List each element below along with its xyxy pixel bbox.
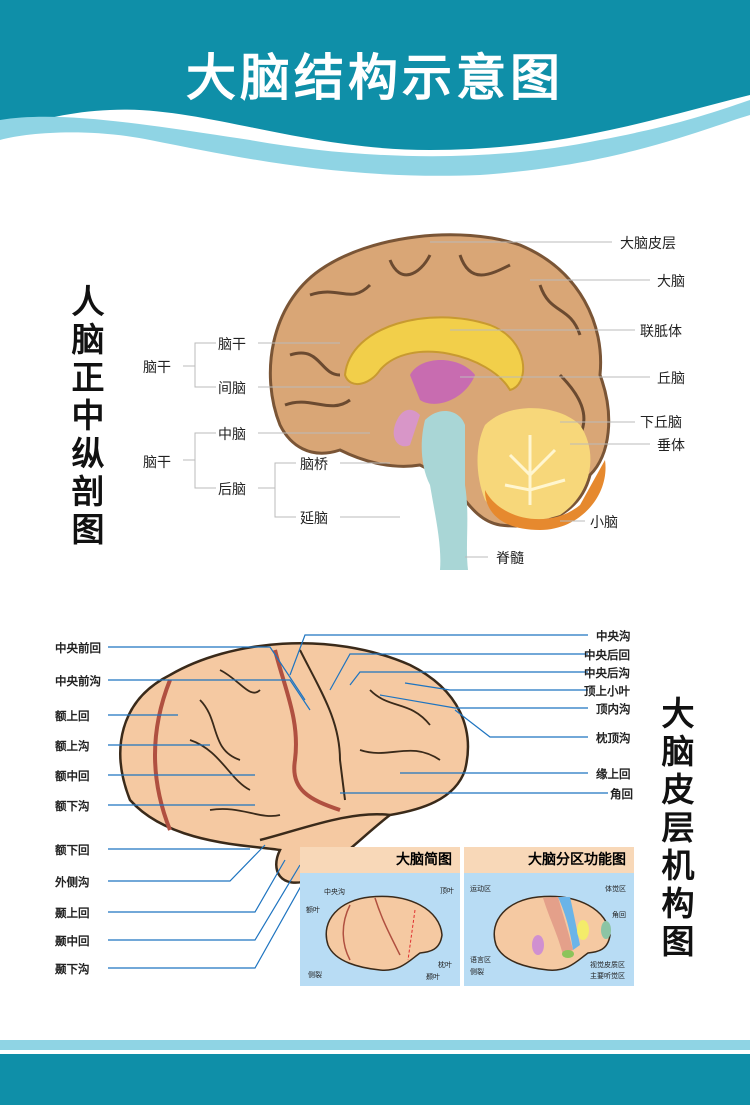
label-superior-frontal-sulcus: 额上沟 [55, 739, 90, 753]
label-intraparietal-sulcus: 顶内沟 [596, 702, 631, 716]
inset1-label-frontal-lobe: 额叶 [306, 906, 320, 914]
label-diencephalon: 间脑 [218, 381, 246, 397]
label-middle-temporal-gyrus: 颞中回 [55, 934, 90, 948]
label-superior-parietal-lobule: 顶上小叶 [584, 684, 630, 698]
section2-vertical-title: 大脑皮层机构图 [661, 694, 695, 961]
inset2-label-language-area: 语言区 [470, 956, 491, 964]
inset2-title: 大脑分区功能图 [464, 847, 634, 873]
label-cerebrum: 大脑 [657, 274, 685, 290]
section2-leader-lines [108, 634, 608, 969]
label-hindbrain: 后脑 [218, 482, 246, 498]
label-thalamus: 丘脑 [657, 371, 685, 387]
inset1-brain [325, 895, 443, 971]
label-cerebellum: 小脑 [590, 515, 618, 531]
inset1-label-temporal-lobe: 颞叶 [426, 973, 440, 981]
inset2-label-angular-gyrus: 角回 [612, 911, 626, 919]
label-medulla: 延脑 [300, 511, 328, 527]
label-supramarginal-gyrus: 缘上回 [596, 767, 631, 781]
label-inferior-temporal-sulcus: 颞下沟 [55, 962, 90, 976]
label-brainstem-group2: 脑干 [143, 455, 171, 471]
label-brainstem: 脑干 [218, 337, 246, 353]
section1-leader-lines [183, 241, 650, 558]
label-hypothalamus: 下丘脑 [640, 415, 682, 431]
label-superior-frontal-gyrus: 额上回 [55, 709, 90, 723]
label-inferior-frontal-gyrus: 额下回 [55, 843, 90, 857]
label-central-sulcus: 中央沟 [596, 629, 631, 643]
label-precentral-sulcus: 中央前沟 [55, 674, 101, 688]
label-spinal-cord: 脊髓 [496, 551, 524, 567]
inset2-label-motor-area: 运动区 [470, 885, 491, 893]
lateral-cortex-illustration [119, 642, 470, 884]
inset1-title: 大脑简图 [300, 847, 460, 873]
label-corpus-callosum: 联胝体 [640, 324, 682, 340]
inset2-label-auditory-area: 主要听觉区 [590, 972, 625, 980]
label-middle-frontal-gyrus: 额中回 [55, 769, 90, 783]
inset1-label-occipital-lobe: 枕叶 [438, 961, 452, 969]
label-pituitary: 垂体 [657, 438, 685, 454]
inset1-label-central-sulcus: 中央沟 [324, 888, 345, 896]
label-brainstem-group1: 脑干 [143, 360, 171, 376]
label-postcentral-sulcus: 中央后沟 [584, 666, 630, 680]
label-parieto-occipital-sulcus: 枕顶沟 [596, 731, 631, 745]
footer-band [0, 1040, 750, 1105]
sagittal-brain-illustration [268, 233, 611, 570]
header-banner [0, 0, 750, 180]
label-precentral-gyrus: 中央前回 [55, 641, 101, 655]
inset2-brain [493, 895, 611, 971]
inset1-label-parietal-lobe: 顶叶 [440, 887, 454, 895]
label-inferior-frontal-sulcus: 额下沟 [55, 799, 90, 813]
inset2-label-visual-cortex: 视觉皮质区 [590, 961, 625, 969]
label-postcentral-gyrus: 中央后回 [584, 648, 630, 662]
label-cerebral-cortex: 大脑皮层 [620, 236, 676, 252]
inset2-label-lateral-fissure: 侧裂 [470, 968, 484, 976]
label-angular-gyrus: 角回 [610, 787, 633, 801]
label-superior-temporal-gyrus: 颞上回 [55, 906, 90, 920]
label-pons: 脑桥 [300, 457, 328, 473]
inset2-label-somatosensory-area: 体觉区 [605, 885, 626, 893]
label-lateral-sulcus: 外侧沟 [55, 875, 90, 889]
label-midbrain: 中脑 [218, 427, 246, 443]
page-title: 大脑结构示意图 [186, 49, 564, 107]
inset1-label-lateral-fissure: 侧裂 [308, 971, 322, 979]
section1-vertical-title: 人脑正中纵剖图 [71, 282, 105, 549]
